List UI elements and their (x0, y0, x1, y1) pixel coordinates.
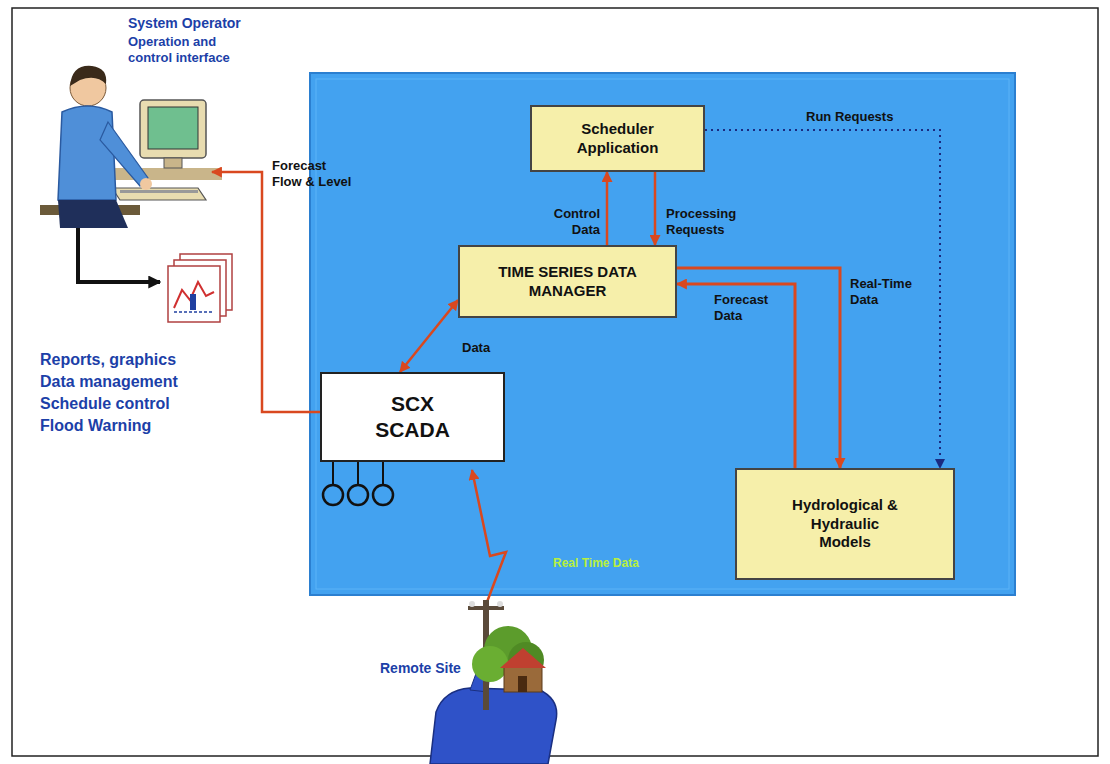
operator-figure (120, 190, 198, 193)
function-list-item: Flood Warning (40, 416, 280, 435)
blue-panel (310, 73, 1015, 595)
radio-link (472, 470, 506, 602)
link-label: Real Time Data (553, 556, 663, 570)
operator-figure (140, 178, 152, 190)
operator-figure (40, 66, 222, 228)
function-list-item: Schedule control (40, 394, 280, 413)
remote-site-figure (430, 600, 557, 764)
flow-label: Real-Time Data (850, 276, 922, 307)
flow-arrow (654, 172, 657, 245)
flow-arrow (705, 130, 940, 468)
flow-label: Data (462, 340, 506, 356)
report-icon (190, 294, 196, 310)
remote-site-figure (469, 601, 475, 607)
function-list-item: Reports, graphics (40, 350, 280, 369)
flow-label: Forecast Flow & Level (272, 158, 358, 189)
flow-label: Forecast Data (714, 292, 784, 323)
site-label: Remote Site (380, 660, 476, 677)
remote-site-figure (518, 676, 527, 692)
process-box: Scheduler Application (530, 105, 705, 172)
scada-io-symbol (348, 485, 368, 505)
remote-site-figure (497, 601, 503, 607)
flow-arrow (400, 300, 458, 372)
scada-io-symbol (323, 485, 343, 505)
remote-site-figure (500, 648, 546, 668)
box-label: Hydrological & Hydraulic Models (789, 496, 901, 552)
scada-io-symbol (382, 462, 384, 485)
report-arrow (78, 228, 160, 282)
page-border (12, 8, 1098, 756)
operator-title: System Operator (128, 15, 288, 32)
scada-io-symbol (323, 462, 393, 505)
report-icon (168, 266, 220, 322)
box-label: Scheduler Application (566, 120, 670, 158)
forecast-wire (212, 172, 320, 412)
scada-io-symbol (373, 485, 393, 505)
forecast-wire (212, 172, 320, 412)
operator-figure (100, 122, 148, 186)
remote-site-figure (504, 666, 542, 692)
flow-arrow (677, 284, 795, 468)
flow-label: Run Requests (806, 109, 926, 125)
operator-figure (148, 107, 198, 149)
flow-label: Processing Requests (666, 206, 750, 237)
box-label: TIME SERIES DATA MANAGER (498, 263, 638, 301)
blue-panel (316, 79, 1009, 589)
process-box: TIME SERIES DATA MANAGER (458, 245, 677, 318)
function-list-item: Data management (40, 372, 280, 391)
report-icon (174, 311, 214, 313)
radio-link (472, 470, 506, 602)
flow-arrow (677, 268, 840, 468)
model-box: Hydrological & Hydraulic Models (735, 468, 955, 580)
operator-figure (140, 100, 206, 158)
operator-figure (112, 188, 206, 200)
system-box: SCX SCADA (320, 372, 505, 462)
operator-caption: Operation and control interface (128, 34, 258, 65)
operator-figure (70, 66, 106, 86)
operator-figure (164, 158, 182, 168)
page-border (12, 8, 1098, 756)
scada-io-symbol (332, 462, 334, 485)
report-icon (168, 254, 232, 322)
operator-figure (58, 200, 128, 228)
flow-arrow (606, 172, 609, 245)
box-label: SCX SCADA (373, 391, 453, 444)
remote-site-figure (430, 688, 557, 764)
operator-figure (58, 106, 116, 200)
scada-io-symbol (357, 462, 359, 485)
flow-label: Control Data (540, 206, 600, 237)
report-arrow (78, 228, 160, 282)
blue-panel (310, 73, 1015, 595)
remote-site-figure (472, 646, 508, 682)
